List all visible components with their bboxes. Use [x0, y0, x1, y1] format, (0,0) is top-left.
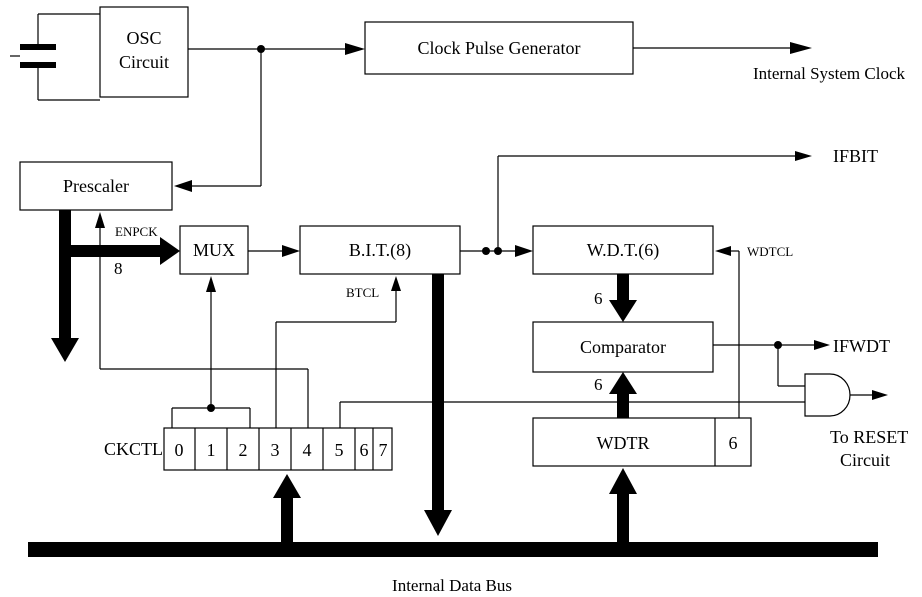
enpck-label: ENPCK: [115, 224, 158, 239]
mux-block: MUX: [179, 225, 249, 275]
prescaler-block: Prescaler: [19, 161, 173, 211]
ckctlr-bit-3: 3: [271, 440, 280, 460]
osc-label-line2: Circuit: [119, 52, 169, 72]
btcl-control-line: BTCL: [275, 276, 401, 428]
wdt-block: W.D.T.(6): [532, 225, 714, 275]
databus-to-wdtr-bus: [609, 468, 637, 542]
wdt-to-comparator-bus: 6: [594, 274, 637, 322]
wdtr-label: WDTR: [597, 433, 650, 453]
prescaler-bus-width-label: 8: [114, 259, 123, 278]
mux-select-line: [171, 276, 251, 428]
prescaler-label: Prescaler: [63, 176, 129, 196]
crystal-symbol: [10, 13, 100, 101]
prescaler-bus: ENPCK 8: [51, 210, 180, 362]
reset-label-line2: Circuit: [840, 450, 890, 470]
ifwdt-label: IFWDT: [833, 336, 890, 356]
ckctlr-bit-6: 6: [360, 440, 369, 460]
osc-circuit-block: OSC Circuit: [99, 6, 189, 98]
bit-output-lines: IFBIT: [460, 146, 878, 257]
ckctlr-register: CKCTLR 0 1 2 3 4 5 6 7: [104, 427, 393, 471]
osc-to-prescaler-line: [174, 49, 262, 192]
ifbit-label: IFBIT: [833, 146, 878, 166]
internal-data-bus-label: Internal Data Bus: [392, 576, 512, 595]
wdt-bus-width-label: 6: [594, 289, 603, 308]
ckctlr-bit-1: 1: [207, 440, 216, 460]
databus-to-ckctlr-bus: [273, 474, 301, 542]
bit-block: B.I.T.(8): [299, 225, 461, 275]
clock-pulse-generator-block: Clock Pulse Generator: [364, 21, 634, 75]
ckctlr-label: CKCTLR: [104, 439, 175, 459]
ckctlr-bit-5: 5: [335, 440, 344, 460]
bit-label: B.I.T.(8): [349, 240, 411, 261]
osc-label-line1: OSC: [126, 28, 161, 48]
wdtr-bits-label: 6: [729, 433, 738, 453]
mux-to-bit-line: [248, 245, 300, 257]
ckctlr-bit-2: 2: [239, 440, 248, 460]
and-gate: To RESET Circuit: [804, 373, 908, 470]
internal-data-bus: Internal Data Bus: [28, 542, 878, 595]
wdtcl-label: WDTCL: [747, 244, 793, 259]
wdtr-register: WDTR 6: [532, 417, 752, 467]
wdtcl-control-line: WDTCL: [715, 244, 793, 418]
bit-to-databus-bus: [424, 274, 452, 536]
system-clock-output: Internal System Clock: [633, 42, 905, 83]
mux-label: MUX: [193, 240, 235, 260]
ckctlr-bit-4: 4: [303, 440, 312, 460]
ckctlr-bit-0: 0: [175, 440, 184, 460]
wdt-label: W.D.T.(6): [587, 240, 659, 261]
reset-label-line1: To RESET: [830, 427, 908, 447]
clock-pulse-generator-label: Clock Pulse Generator: [418, 38, 581, 58]
ckctlr-bit-dividers: [194, 428, 374, 470]
comparator-output-lines: IFWDT: [713, 336, 890, 387]
wdtr-bus-width-label: 6: [594, 375, 603, 394]
comparator-label: Comparator: [580, 337, 666, 357]
wdtr-to-comparator-bus: 6: [594, 372, 637, 418]
ckctlr-bit-7: 7: [379, 440, 388, 460]
btcl-label: BTCL: [346, 285, 379, 300]
internal-system-clock-label: Internal System Clock: [753, 64, 906, 83]
enpck-control-line: [95, 212, 309, 428]
enable-to-and-gate-line: [339, 401, 805, 428]
comparator-block: Comparator: [532, 321, 714, 373]
osc-output-line: [188, 43, 365, 55]
